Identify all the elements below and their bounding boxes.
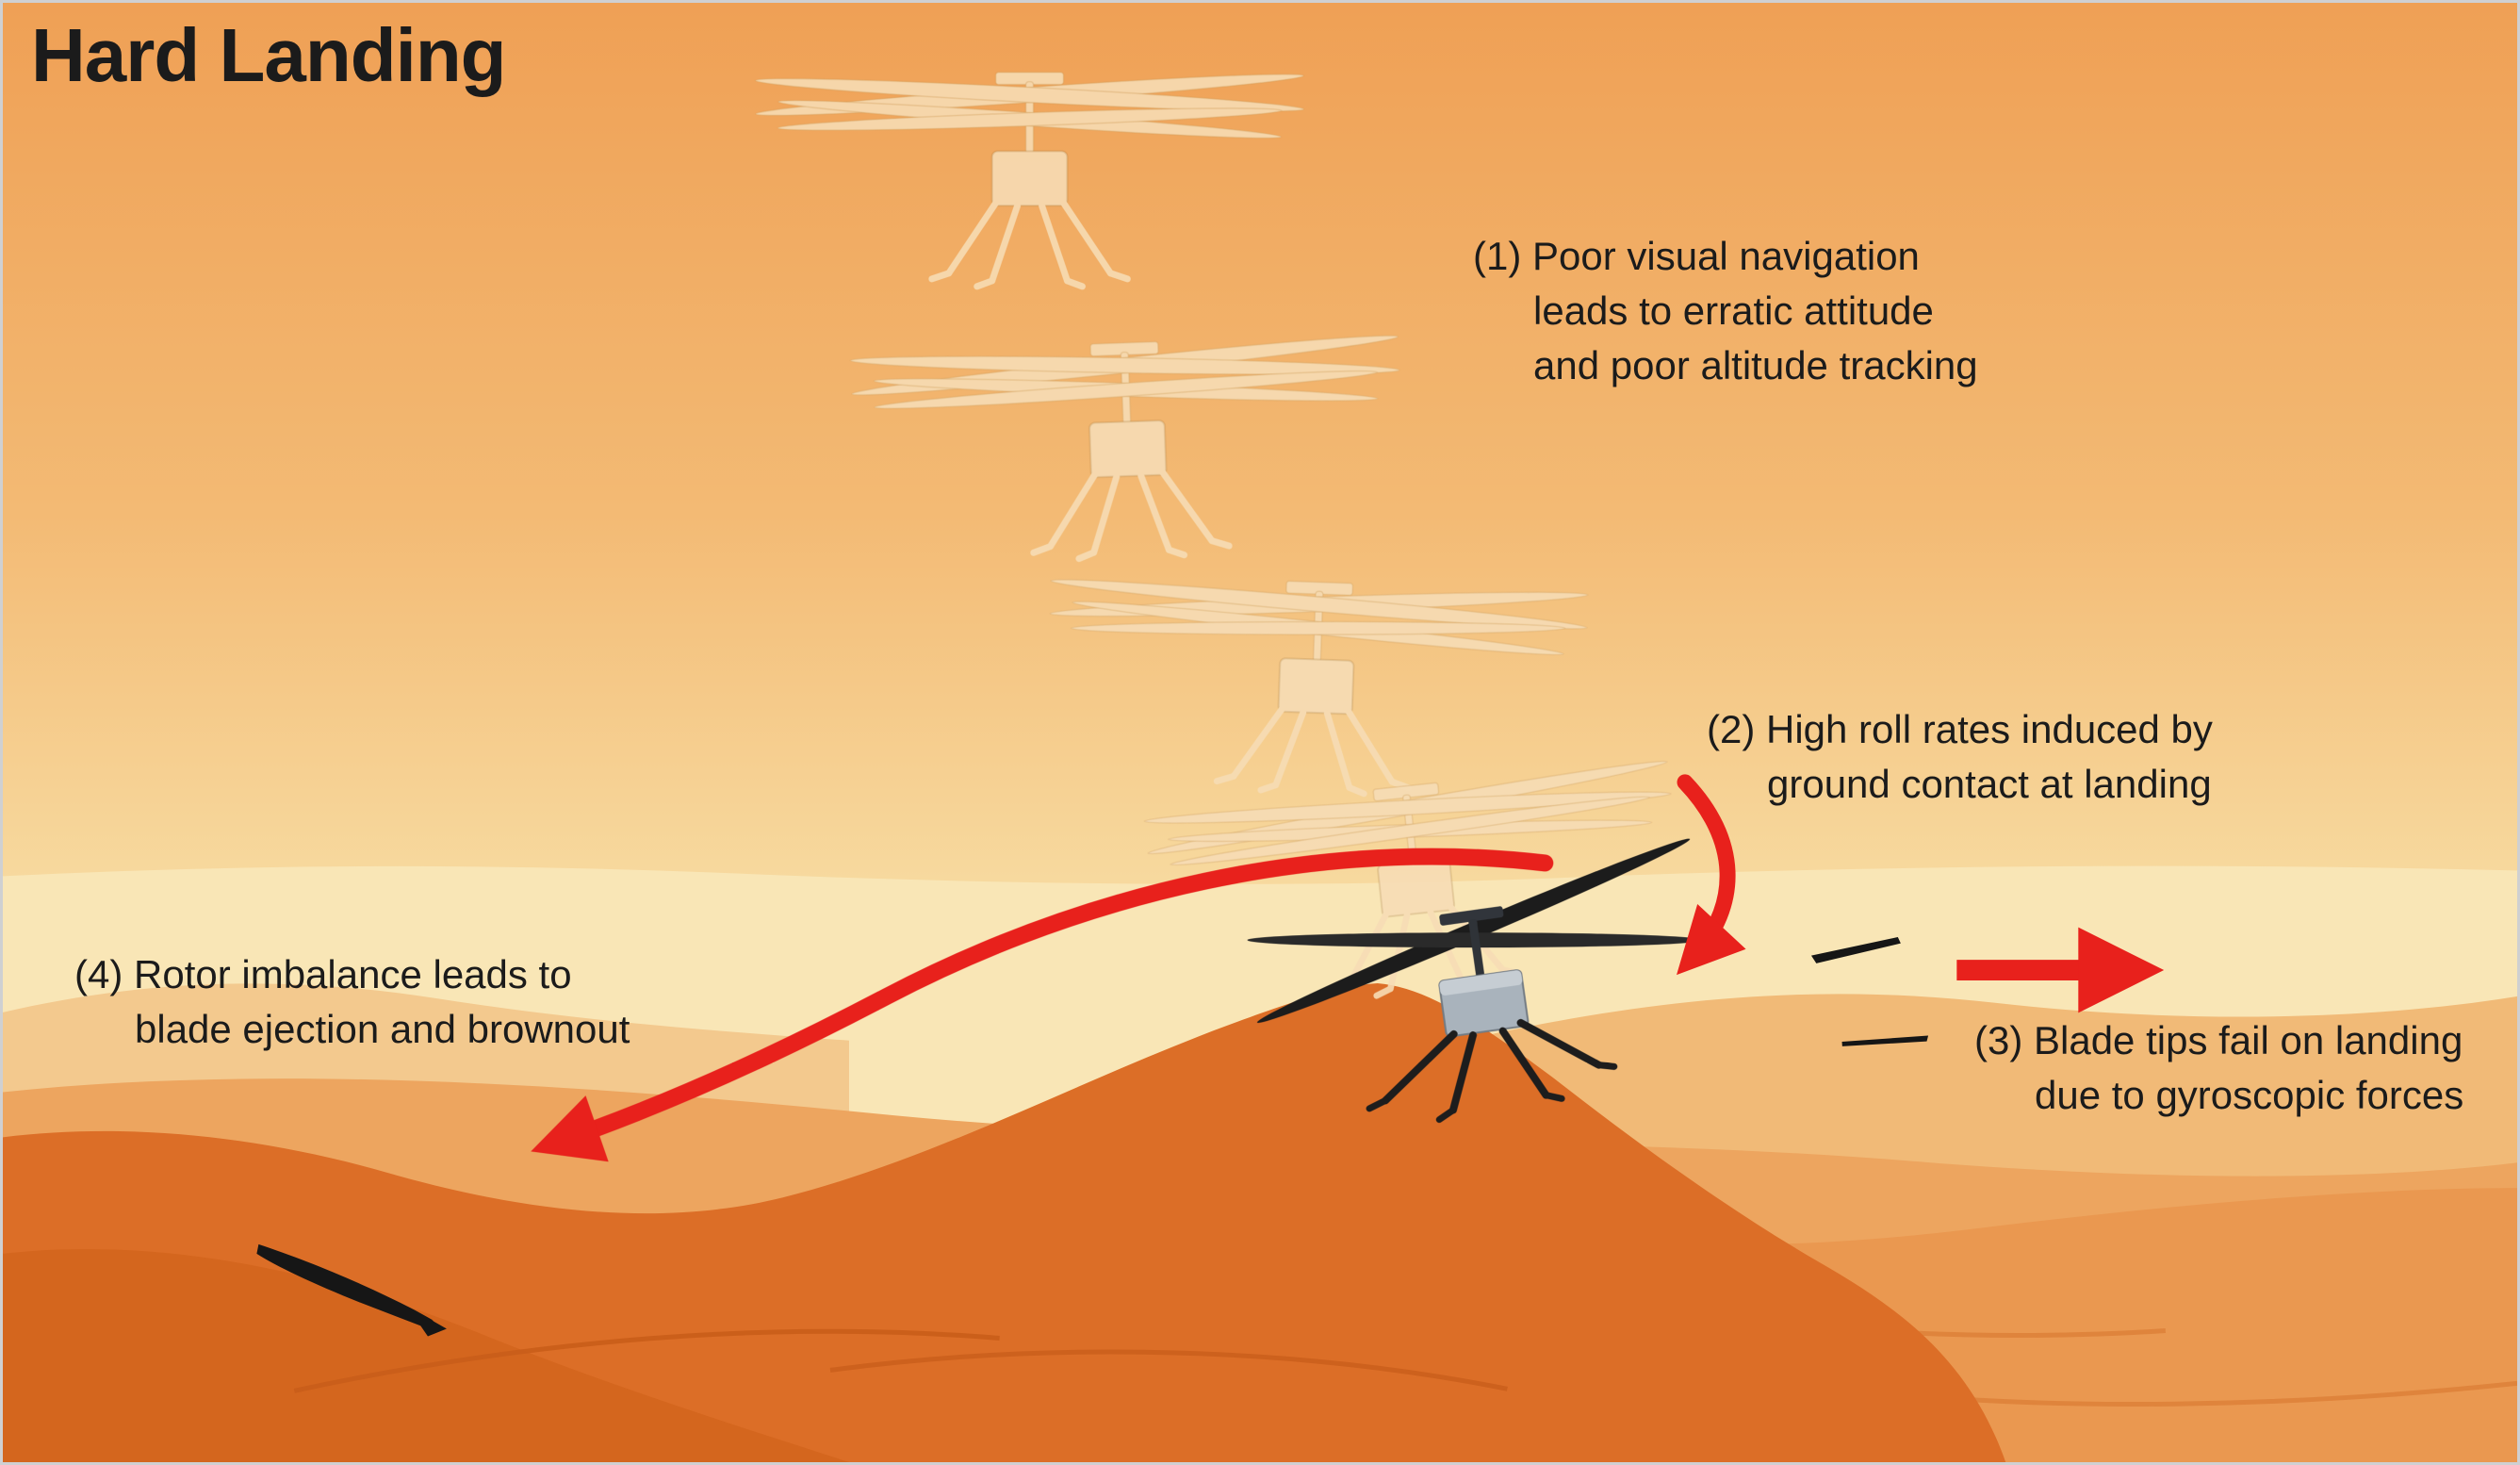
annotation-poor-navigation: (1) Poor visual navigation leads to erra… — [1473, 229, 1978, 393]
scene-illustration — [3, 3, 2517, 1462]
helicopter-final — [1247, 838, 1703, 1124]
ejection-arrow — [531, 848, 1554, 1162]
main-dark-dune — [3, 982, 2006, 1462]
dune-layers — [3, 865, 2517, 1462]
annotation-line: (1) Poor visual navigation — [1473, 234, 1920, 278]
dune-crest-line-2 — [829, 1349, 1508, 1391]
final-landing-legs — [1382, 1018, 1603, 1114]
annotation-line: due to gyroscopic forces — [2035, 1073, 2464, 1117]
final-landing-feet — [1366, 1062, 1618, 1124]
annotation-line: leads to erratic attitude — [1533, 288, 1934, 333]
dune-crest-line-1 — [293, 1328, 1000, 1393]
annotation-rotor-imbalance: (4) Rotor imbalance leads to blade eject… — [74, 947, 630, 1057]
blade-fragment-icon — [1810, 937, 1901, 963]
annotation-high-roll: (2) High roll rates induced by ground co… — [1707, 702, 2213, 812]
deep-dune-bottom-left — [3, 1249, 849, 1462]
annotation-line: (4) Rotor imbalance leads to — [74, 952, 572, 996]
annotation-line: blade ejection and brownout — [135, 1007, 630, 1051]
final-rotor-mast — [1468, 919, 1485, 978]
annotation-blade-tips: (3) Blade tips fail on landing due to gy… — [1974, 1013, 2463, 1123]
annotation-line: ground contact at landing — [1767, 762, 2212, 806]
blade-fragment-icons — [1810, 937, 1929, 1046]
roll-arc-arrow — [1677, 774, 1746, 976]
page-title: Hard Landing — [31, 13, 507, 97]
final-solar-panel — [1439, 906, 1504, 926]
blade-fragment-icon — [1841, 1035, 1929, 1046]
final-fuselage-top — [1439, 970, 1523, 996]
annotation-line: (3) Blade tips fail on landing — [1974, 1018, 2463, 1062]
annotation-line: and poor altitude tracking — [1533, 343, 1978, 387]
annotation-line: (2) High roll rates induced by — [1707, 707, 2213, 751]
ejected-blade-icon — [256, 1243, 447, 1337]
